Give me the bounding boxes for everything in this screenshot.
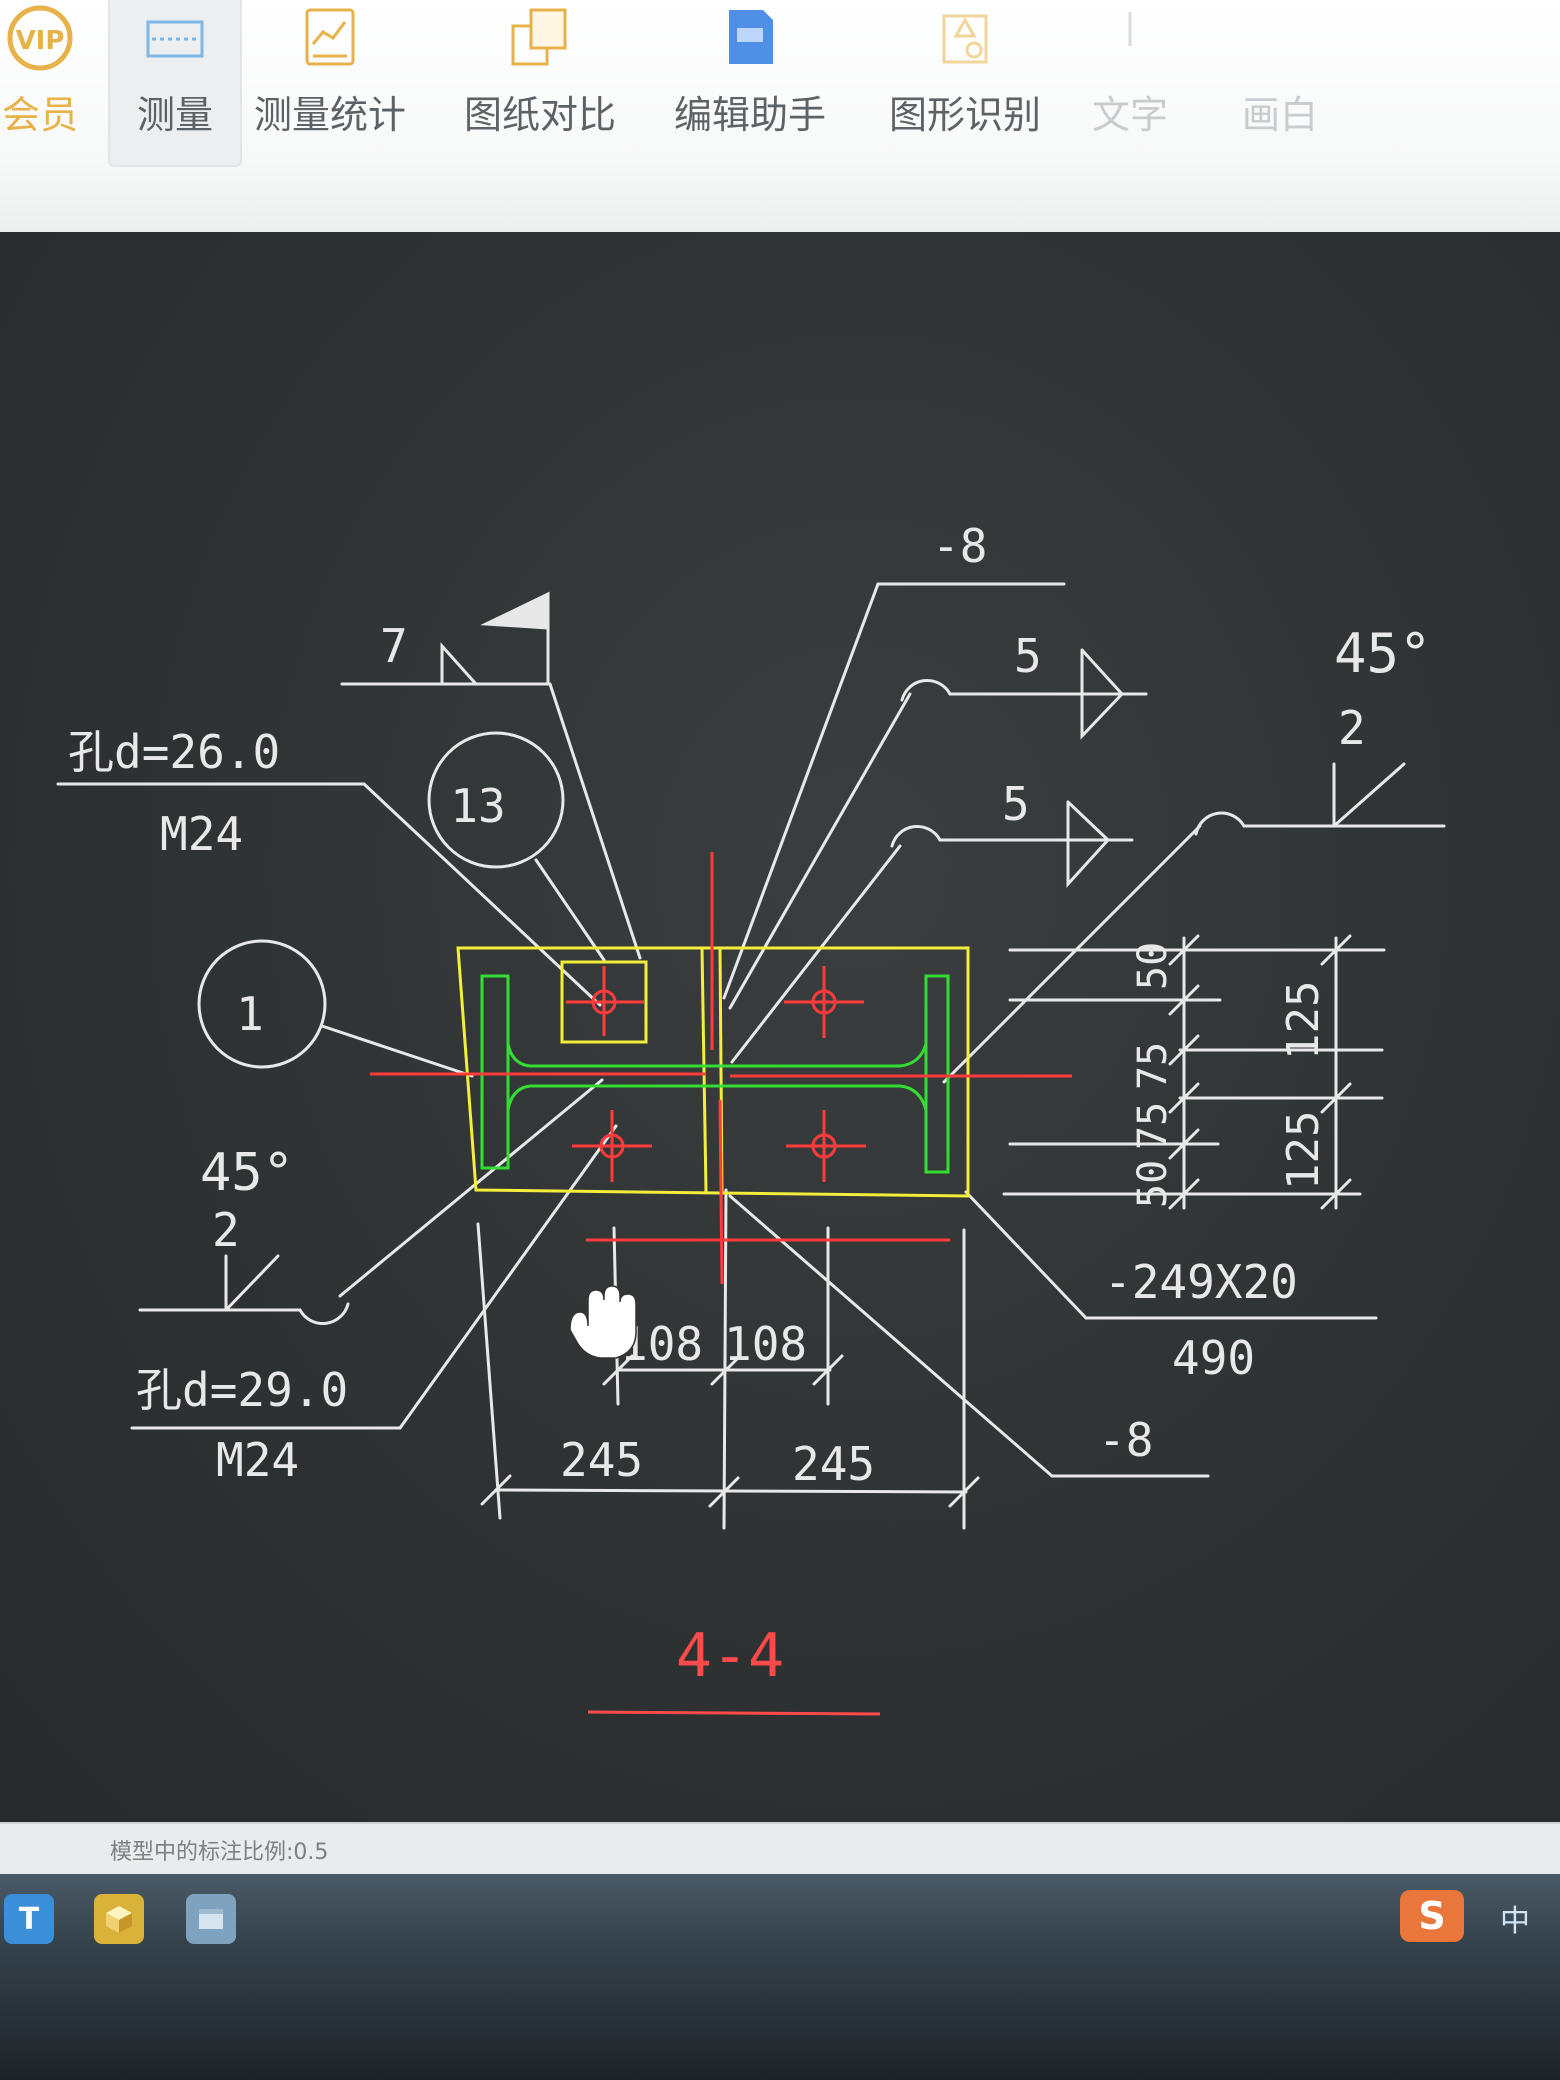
centerlines [370,852,1072,1285]
shape-recognition-icon [925,6,1005,70]
whiteboard-button[interactable]: 画白 [1200,0,1360,165]
callout-1 [197,939,474,1078]
vdim-50-top: 50 [1130,942,1176,990]
bolt-holes [566,966,866,1182]
vertical-dimensions [1002,934,1386,1210]
whiteboard-icon [1240,6,1320,70]
weld-symbol-5-b [730,800,1134,1064]
dim-108-right: 108 [724,1317,807,1371]
section-title: 4-4 [587,1621,881,1716]
taskbar-app-cube-icon[interactable] [94,1894,144,1944]
measure-stats-label: 测量统计 [253,93,406,137]
bolt-hole-bottom-right [786,1110,866,1182]
whiteboard-label: 画白 [1241,93,1318,137]
horizontal-dimensions [476,1188,980,1530]
taskbar-app-t-icon[interactable]: T [4,1894,54,1944]
label-bolt-top: M24 [160,807,243,861]
label-bevel-right-gap: 2 [1338,701,1366,755]
svg-text:VIP: VIP [16,26,65,56]
dim-245-right: 245 [792,1437,875,1491]
ribbon-toolbar: VIP 会员 测量 测量统计 图 [0,0,1560,232]
label-bevel-left-gap: 2 [212,1203,240,1257]
vdim-125-bottom: 125 [1278,1111,1329,1190]
label-plate-thk-top: -8 [932,519,987,573]
ime-sogou-icon[interactable]: S [1400,1890,1464,1942]
section-drawing: 孔d=26.0 M24 13 7 -8 5 5 45° 2 1 45° 2 孔d… [56,519,1446,1716]
measure-stats-icon [290,6,370,70]
callout-13-text: 13 [450,779,505,833]
bevel-weld-left [138,1078,604,1326]
label-weld-5-b: 5 [1002,777,1030,831]
label-weld-7: 7 [380,619,408,673]
bolt-hole-bottom-left [572,1110,652,1182]
label-hole-top: 孔d=26.0 [68,725,280,779]
leader-plate-thk-bottom [728,1194,1210,1478]
status-bar: 模型中的标注比例:0.5 [0,1822,1560,1876]
section-title-text: 4-4 [676,1621,784,1691]
vdim-50-bottom: 50 [1130,1160,1176,1208]
label-hole-bottom: 孔d=29.0 [136,1363,348,1417]
shape-recognition-label: 图形识别 [888,93,1041,137]
callout-1-text: 1 [236,987,264,1041]
vip-member-label: 会员 [1,93,78,137]
label-end-plate-size: -249X20 [1104,1255,1298,1309]
dim-245-left: 245 [560,1433,643,1487]
edit-assistant-icon [710,6,790,70]
taskbar-app-window-icon[interactable] [186,1894,236,1944]
shape-recognition-button[interactable]: 图形识别 [865,0,1065,165]
edit-assistant-button[interactable]: 编辑助手 [650,0,850,165]
text-tool-icon [1090,6,1170,70]
measure-label: 测量 [136,93,213,137]
vdim-75-bottom: 75 [1130,1102,1176,1150]
ruler-icon [135,6,215,70]
leader-end-plate [964,1190,1378,1320]
label-weld-5-a: 5 [1014,629,1042,683]
text-tool-label: 文字 [1091,93,1168,137]
label-bolt-bottom: M24 [216,1433,299,1487]
cad-drawing-canvas[interactable]: 孔d=26.0 M24 13 7 -8 5 5 45° 2 1 45° 2 孔d… [0,232,1560,1822]
text-tool-button[interactable]: 文字 [1060,0,1200,165]
drawing-compare-label: 图纸对比 [463,93,616,137]
bolt-hole-top-right [784,966,864,1038]
annotation-scale-status: 模型中的标注比例:0.5 [110,1840,329,1865]
h-section-profile [480,974,950,1174]
label-bevel-right-angle: 45° [1334,622,1432,685]
weld-symbol-7 [340,591,642,960]
weld-symbol-5-a [728,648,1148,1010]
vip-member-button[interactable]: VIP 会员 [0,0,110,165]
vdim-125-top: 125 [1278,981,1329,1060]
callout-13 [427,731,606,962]
label-bevel-left-angle: 45° [200,1143,294,1203]
edit-assistant-label: 编辑助手 [673,93,826,137]
leader-plate-thk-top [722,582,1066,1000]
measure-button[interactable]: 测量 [108,0,242,167]
drawing-compare-button[interactable]: 图纸对比 [440,0,640,165]
taskbar: T S 中 [0,1874,1560,2080]
bolt-hole-top-left [566,966,644,1036]
leader-hole-top [56,782,602,1007]
ime-language-indicator[interactable]: 中 [1500,1904,1530,1939]
pan-hand-cursor-icon [569,1285,637,1359]
leader-hole-bottom [130,1124,618,1430]
label-plate-thk-bottom: -8 [1098,1413,1153,1467]
measure-stats-button[interactable]: 测量统计 [230,0,430,165]
drawing-compare-icon [500,6,580,70]
label-end-plate-len: 490 [1172,1331,1255,1385]
vdim-75-top: 75 [1130,1042,1176,1090]
bevel-weld-right [942,762,1446,1084]
vip-badge-icon: VIP [0,5,80,71]
